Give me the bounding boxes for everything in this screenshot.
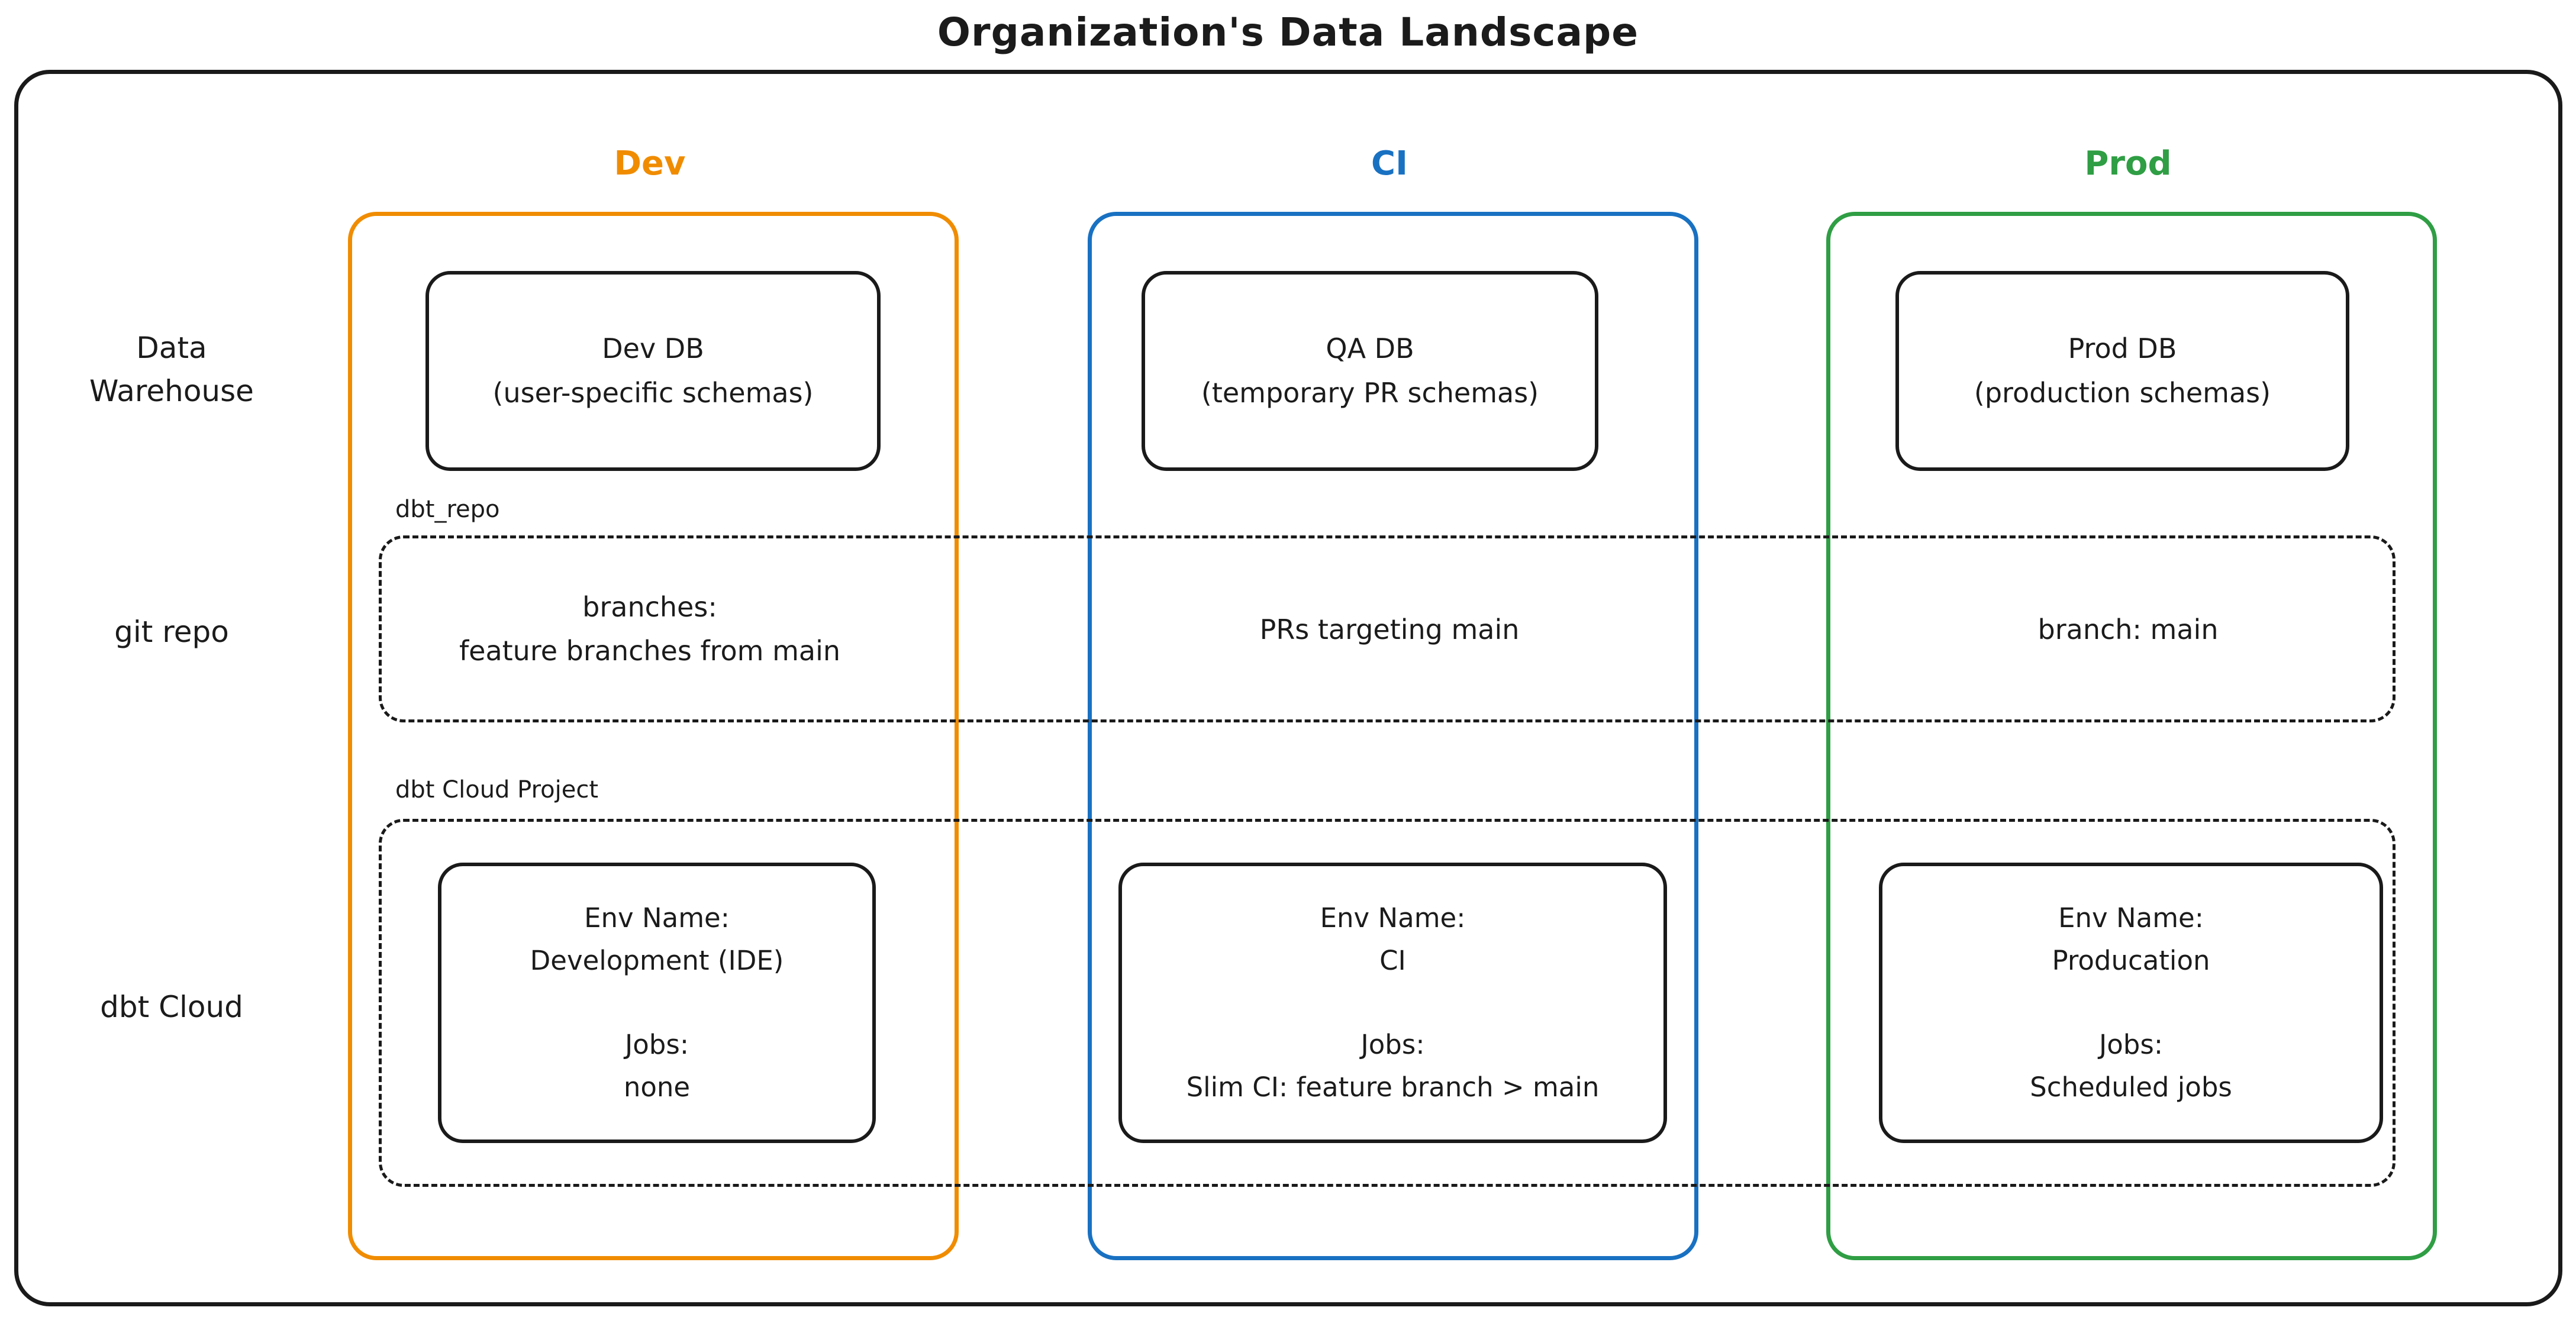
- dev-jobs-label: Jobs:: [625, 1029, 689, 1060]
- git-repo-dev-line1: branches:: [582, 591, 717, 623]
- column-box-prod: [1826, 212, 2437, 1260]
- dbt-cloud-project-container: [379, 819, 2396, 1187]
- row-label-git-repo: git repo: [114, 615, 229, 649]
- prod-environment-box: Env Name: Producation Jobs: Scheduled jo…: [1879, 863, 2383, 1143]
- prod-db-title: Prod DB: [2068, 333, 2177, 365]
- ci-environment-box: Env Name: CI Jobs: Slim CI: feature bran…: [1118, 863, 1667, 1143]
- row-label-dbt-cloud: dbt Cloud: [100, 990, 243, 1024]
- column-header-dev: Dev: [614, 144, 686, 183]
- dev-db-title: Dev DB: [602, 333, 704, 365]
- dbt-cloud-project-label: dbt Cloud Project: [395, 776, 599, 803]
- prod-env-name-label: Env Name:: [2058, 902, 2204, 934]
- git-repo-dev-text: branches: feature branches from main: [348, 586, 952, 673]
- prod-jobs-label: Jobs:: [2099, 1029, 2163, 1060]
- row-label-data-warehouse-line1: Data: [136, 331, 207, 365]
- dbt-repo-label: dbt_repo: [395, 496, 500, 523]
- diagram-title: Organization's Data Landscape: [937, 9, 1639, 55]
- dev-environment-box: Env Name: Development (IDE) Jobs: none: [438, 863, 876, 1143]
- git-repo-prod-text: branch: main: [2037, 614, 2219, 645]
- prod-db-subtitle: (production schemas): [1974, 377, 2271, 409]
- dbt-repo-container: [379, 535, 2396, 722]
- column-header-ci: CI: [1371, 144, 1408, 183]
- git-repo-dev-line2: feature branches from main: [459, 634, 841, 667]
- prod-db-box: Prod DB (production schemas): [1895, 271, 2349, 471]
- dev-db-subtitle: (user-specific schemas): [492, 377, 814, 409]
- prod-env-name-value: Producation: [2052, 945, 2210, 976]
- outer-frame: [14, 70, 2562, 1306]
- column-header-prod: Prod: [2084, 144, 2172, 183]
- row-label-data-warehouse: Data Warehouse: [33, 327, 311, 412]
- column-box-ci: [1088, 212, 1698, 1260]
- ci-env-name-value: CI: [1379, 945, 1406, 976]
- dev-db-box: Dev DB (user-specific schemas): [425, 271, 881, 471]
- qa-db-title: QA DB: [1326, 333, 1414, 365]
- ci-jobs-value: Slim CI: feature branch > main: [1186, 1071, 1600, 1103]
- dev-jobs-value: none: [623, 1071, 691, 1103]
- ci-env-name-label: Env Name:: [1320, 902, 1466, 934]
- ci-jobs-label: Jobs:: [1360, 1029, 1425, 1060]
- prod-jobs-value: Scheduled jobs: [2030, 1071, 2232, 1103]
- qa-db-box: QA DB (temporary PR schemas): [1142, 271, 1598, 471]
- dev-env-name-label: Env Name:: [584, 902, 730, 934]
- column-box-dev: [348, 212, 959, 1260]
- dev-env-name-value: Development (IDE): [530, 945, 784, 976]
- qa-db-subtitle: (temporary PR schemas): [1201, 377, 1539, 409]
- row-label-data-warehouse-line2: Warehouse: [89, 373, 254, 408]
- git-repo-ci-text: PRs targeting main: [1259, 614, 1520, 645]
